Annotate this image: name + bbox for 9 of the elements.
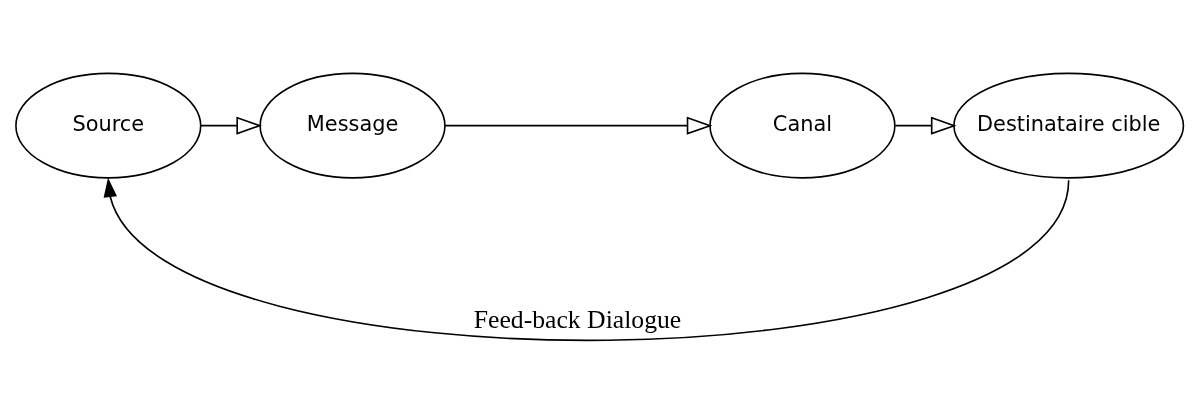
arrow [894,116,957,135]
node-ellipse: Message [259,72,446,179]
node-ellipse: Canal [709,72,896,179]
arrow [103,177,1070,342]
arrow [200,116,263,135]
arrow [444,116,713,135]
node-ellipse: Destinataire cible [953,72,1185,179]
edge-label: Feed-back Dialogue [473,304,682,334]
node-ellipse: Source [15,72,202,179]
